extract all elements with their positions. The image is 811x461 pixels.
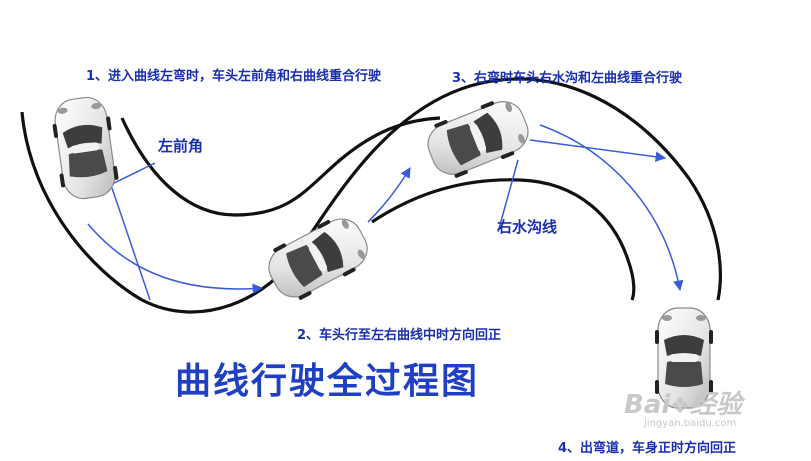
trajectory-arrow-3 [539, 124, 684, 292]
callout-left-front-corner: 左前角 [158, 137, 204, 155]
step-4-label: 4、出弯道，车身正时方向回正 [558, 441, 737, 456]
road-inner-right-line [120, 116, 441, 217]
watermark-brand: Bai❖经验 [624, 384, 742, 421]
trajectory-arrow-1 [87, 223, 264, 294]
road-inner-right-line-lower [371, 178, 636, 301]
guide-line-right-gutter-2 [529, 139, 667, 162]
step-2-label: 2、车头行至左右曲线中时方向回正 [297, 328, 502, 343]
paw-icon: ❖ [670, 394, 691, 419]
step-1-label: 1、进入曲线左弯时，车头左前角和右曲线重合行驶 [86, 69, 382, 84]
watermark-brand-text: Bai [624, 390, 671, 420]
car-1-top-left [48, 93, 122, 203]
callout-right-gutter-line: 右水沟线 [497, 218, 558, 236]
car-3-top-right [420, 91, 536, 185]
guide-line-right-gutter [497, 159, 519, 233]
diagram-title: 曲线行驶全过程图 [175, 360, 480, 402]
step-3-label: 3、右弯时车头右水沟和左曲线重合行驶 [452, 71, 683, 86]
watermark-brand-cn: 经验 [690, 390, 743, 420]
road-outer-left-line [20, 77, 722, 314]
guide-line-left-front-corner [111, 187, 151, 301]
trajectory-arrow-2 [367, 167, 411, 223]
watermark-url: jingyan.baidu.com [644, 418, 737, 429]
